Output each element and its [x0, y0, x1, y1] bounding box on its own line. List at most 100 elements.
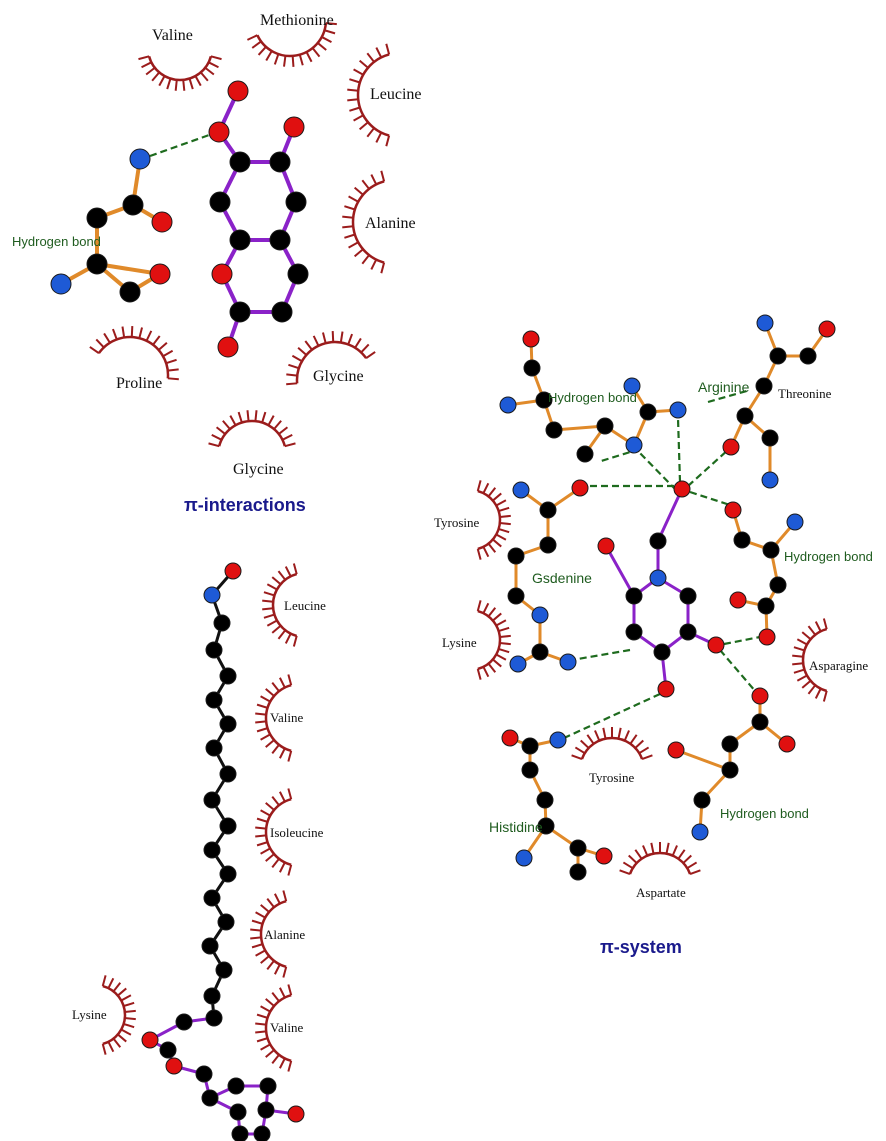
arc-tick: [476, 480, 482, 492]
arc-tick: [124, 1017, 136, 1021]
arc-tick: [141, 61, 152, 69]
arc-tick: [476, 548, 482, 560]
arc-curve: [628, 851, 692, 875]
arc-tick: [256, 727, 268, 733]
arc-tick: [814, 621, 822, 632]
arc-tick: [256, 817, 268, 823]
arc-tick: [380, 262, 386, 274]
oxygen-atom: [751, 687, 769, 705]
bond: [604, 544, 636, 598]
arc-tick: [361, 254, 370, 265]
arc-tick: [349, 78, 361, 84]
arc-tick: [344, 205, 356, 211]
arc-tick: [623, 730, 630, 742]
carbon-atom: [122, 194, 144, 216]
arc-tick: [271, 1054, 280, 1065]
arc-curve: [271, 572, 298, 638]
nitrogen-atom: [691, 823, 709, 841]
arc-tick: [123, 1022, 135, 1029]
arc-tick: [283, 55, 287, 67]
arc-curve: [801, 627, 828, 693]
arc-tick: [256, 1037, 268, 1043]
arc-tick: [254, 410, 258, 422]
nitrogen-atom: [531, 606, 549, 624]
oxygen-atom: [758, 628, 776, 646]
arc-tick: [204, 66, 215, 76]
carbon-atom: [269, 229, 291, 251]
arc-tick: [208, 61, 219, 69]
oxygen-atom: [217, 336, 239, 358]
arc-tick: [287, 984, 293, 996]
carbon-atom: [521, 761, 539, 779]
carbon-atom: [625, 623, 643, 641]
arc-tick: [260, 695, 271, 703]
arc-tick: [321, 332, 327, 344]
arc-tick: [677, 849, 686, 860]
arc-tick: [487, 662, 497, 673]
residue-label: Alanine: [365, 215, 416, 232]
arc-tick: [385, 43, 391, 55]
arc-tick: [251, 919, 263, 925]
arc-tick: [792, 662, 804, 666]
arc-tick: [120, 1028, 132, 1036]
arc-tick: [262, 599, 274, 603]
arc-tick: [492, 538, 502, 548]
residue-label: Tyrosine: [434, 515, 480, 530]
arc-tick: [260, 955, 270, 964]
arc-tick: [814, 688, 822, 699]
arc-tick: [117, 987, 127, 997]
arc-tick: [353, 248, 364, 258]
arc-tick: [271, 624, 282, 634]
arc-tick: [273, 420, 282, 430]
arc-tick: [277, 629, 287, 640]
arc-tick: [255, 834, 267, 838]
hydrogen-bond: [571, 648, 631, 662]
arc-tick: [266, 583, 278, 591]
arc-tick: [650, 842, 655, 854]
arc-tick: [358, 59, 369, 69]
arc-tick: [263, 591, 275, 597]
arc-tick: [671, 845, 678, 857]
arc-tick: [278, 426, 289, 435]
arc-tick: [365, 351, 376, 360]
arc-curve: [147, 55, 213, 82]
arc-tick: [482, 482, 490, 494]
carbon-atom: [201, 937, 219, 955]
residue-label: Valine: [270, 1020, 303, 1035]
hydrogen-bond: [563, 693, 661, 739]
carbon-atom: [217, 913, 235, 931]
nitrogen-atom: [509, 655, 527, 673]
arc-tick: [107, 1041, 115, 1053]
arc-tick: [325, 22, 337, 26]
arc-tick: [273, 53, 280, 65]
hydrophobic-arc: [619, 842, 701, 875]
oxygen-atom: [501, 729, 519, 747]
arc-tick: [487, 607, 497, 618]
arc-tick: [138, 55, 150, 61]
arc-tick: [278, 1057, 286, 1069]
arc-tick: [361, 179, 370, 190]
hydrophobic-arc: [347, 43, 391, 147]
oxygen-atom: [597, 537, 615, 555]
arc-tick: [271, 858, 280, 869]
bond: [674, 748, 732, 772]
arc-tick: [95, 338, 105, 349]
hbond-label: Hydrogen bond: [720, 806, 809, 821]
carbon-atom: [679, 623, 697, 641]
arc-tick: [255, 712, 267, 716]
hydrophobic-arc: [792, 618, 828, 702]
arc-tick: [250, 928, 262, 932]
arc-tick: [801, 679, 812, 689]
hbond-residue-label: Arginine: [698, 379, 750, 395]
arc-tick: [278, 791, 286, 803]
arc-tick: [255, 1030, 267, 1034]
arc-tick: [380, 170, 386, 182]
arc-tick: [312, 335, 320, 347]
arc-tick: [628, 854, 638, 864]
carbon-atom: [213, 614, 231, 632]
carbon-atom: [569, 863, 587, 881]
carbon-atom: [229, 301, 251, 323]
carbon-atom: [205, 691, 223, 709]
arc-tick: [792, 654, 804, 658]
